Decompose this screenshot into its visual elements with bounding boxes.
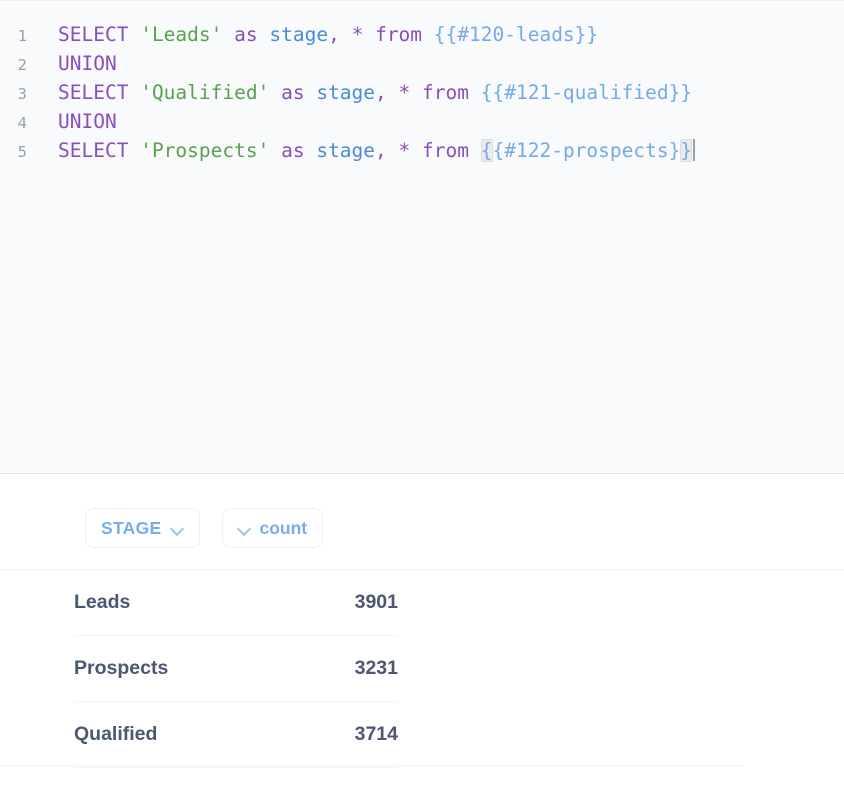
code-token-string: 'Leads' [140, 23, 223, 46]
code-token-plain [128, 81, 140, 104]
table-row[interactable]: Leads 3901 [74, 570, 398, 636]
cell-count: 3231 [295, 635, 398, 702]
code-line[interactable]: 2 UNION [0, 49, 844, 78]
code-line-text: SELECT 'Leads' as stage, * from {{#120-l… [58, 20, 598, 49]
cell-count: 3901 [295, 570, 398, 636]
code-token-keyword: SELECT [58, 23, 129, 46]
code-line-text: UNION [58, 49, 117, 78]
code-token-keyword: from [422, 81, 469, 104]
code-token-variable: {{#121-qualified}} [480, 81, 693, 104]
code-token-operator: * [398, 81, 411, 104]
line-number: 1 [17, 27, 27, 45]
code-token-operator: * [398, 139, 411, 162]
code-token-plain [305, 81, 317, 104]
code-token-plain [222, 23, 234, 46]
header-divider [0, 569, 844, 570]
footer-divider [0, 765, 744, 766]
code-token-plain [128, 23, 140, 46]
code-token-keyword: UNION [58, 110, 117, 133]
code-token-plain [269, 139, 281, 162]
query-results-panel: STAGE count Leads 3901 Prospects 3231 Qu… [0, 474, 844, 804]
text-cursor [693, 139, 696, 161]
code-token-keyword: SELECT [58, 81, 129, 104]
code-token-keyword: UNION [58, 52, 117, 75]
column-header-stage[interactable]: STAGE [85, 508, 200, 548]
cell-stage: Qualified [74, 701, 296, 768]
results-table: Leads 3901 Prospects 3231 Qualified 3714 [74, 570, 398, 768]
code-line[interactable]: 3 SELECT 'Qualified' as stage, * from {{#… [0, 78, 844, 107]
code-token-plain [410, 81, 422, 104]
code-token-punct: , [375, 139, 387, 162]
code-token-plain [269, 81, 281, 104]
line-number: 4 [17, 114, 27, 132]
code-token-plain [363, 23, 375, 46]
code-token-variable: } [680, 139, 693, 162]
code-token-plain [469, 139, 481, 162]
code-token-keyword: SELECT [58, 139, 129, 162]
code-token-plain [387, 81, 399, 104]
code-token-plain [422, 23, 434, 46]
code-line-text: SELECT 'Prospects' as stage, * from {{#1… [58, 136, 696, 165]
column-header-stage-label: STAGE [101, 517, 162, 538]
table-row[interactable]: Qualified 3714 [74, 701, 398, 768]
code-token-column: stage [316, 139, 376, 162]
cell-stage: Prospects [74, 635, 296, 702]
code-token-punct: , [328, 23, 340, 46]
code-line[interactable]: 5 SELECT 'Prospects' as stage, * from {{#… [0, 136, 844, 165]
code-token-keyword: as [281, 81, 305, 104]
code-token-column: stage [269, 23, 329, 46]
code-token-plain [410, 139, 422, 162]
code-token-keyword: as [281, 139, 305, 162]
chevron-down-icon[interactable] [171, 522, 184, 535]
code-token-variable: {{#120-leads}} [433, 23, 599, 46]
column-header-count-label: count [259, 517, 308, 538]
code-token-plain [387, 139, 399, 162]
code-token-string: 'Qualified' [140, 81, 270, 104]
line-number: 5 [17, 143, 27, 161]
code-token-plain [469, 81, 481, 104]
code-token-keyword: from [422, 139, 469, 162]
table-row[interactable]: Prospects 3231 [74, 635, 398, 702]
cell-count: 3714 [295, 701, 398, 768]
result-column-headers: STAGE count [0, 508, 324, 548]
code-token-plain [305, 139, 317, 162]
code-token-punct: , [375, 81, 387, 104]
code-token-keyword: as [234, 23, 258, 46]
code-token-plain [340, 23, 352, 46]
code-token-variable: { [480, 139, 493, 162]
column-header-count[interactable]: count [221, 508, 324, 548]
code-token-column: stage [316, 81, 376, 104]
line-number: 2 [17, 56, 27, 74]
code-line-text: SELECT 'Qualified' as stage, * from {{#1… [58, 78, 692, 107]
code-token-variable: {#122-prospects} [492, 139, 681, 162]
cell-stage: Leads [74, 570, 296, 636]
code-token-string: 'Prospects' [140, 139, 270, 162]
line-number: 3 [17, 85, 27, 103]
chevron-down-icon[interactable] [238, 522, 251, 535]
code-token-keyword: from [375, 23, 423, 46]
code-token-operator: * [351, 23, 364, 46]
code-line[interactable]: 4 UNION [0, 107, 844, 136]
code-token-plain [128, 139, 140, 162]
code-line[interactable]: 1 SELECT 'Leads' as stage, * from {{#120-… [0, 20, 844, 49]
code-token-plain [258, 23, 270, 46]
code-line-text: UNION [58, 107, 117, 136]
